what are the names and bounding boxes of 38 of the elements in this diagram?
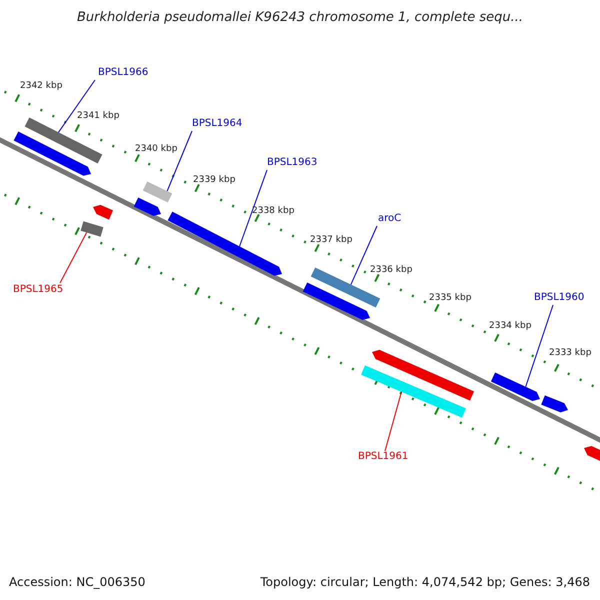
gene-feature [490,372,540,401]
scale-label: 2335 kbp [429,294,472,303]
scale-label: 2338 kbp [252,207,294,216]
scale-label: 2337 kbp [310,236,352,245]
leader-line [166,130,192,192]
scale-label: 2336 kbp [370,266,412,275]
gene-label: BPSL1961 [358,452,408,462]
scale-label: 2334 kbp [489,322,532,331]
leader-line [58,80,96,133]
gene-label: BPSL1963 [267,158,318,168]
scale-label: 2342 kbp [20,82,62,91]
gene-label: BPSL1966 [98,68,148,78]
leader-line [525,304,554,388]
gene-label: BPSL1960 [534,293,584,303]
gene-label: BPSL1965 [13,285,64,295]
scale-label: 2339 kbp [193,176,236,185]
leader-line [239,170,268,247]
gene-feature [541,395,568,412]
gene-label: BPSL1964 [192,119,242,129]
gene-feature [134,198,161,216]
leader-line [350,226,378,286]
gene-feature [361,365,466,418]
genome-stats-text: Topology: circular; Length: 4,074,542 bp; Genes: 3,468 [260,576,590,588]
scale-label: 2333 kbp [549,349,592,358]
scale-label: 2340 kbp [135,145,178,154]
scale-label: 2341 kbp [77,112,120,121]
gene-feature [93,204,113,220]
gene-feature [24,118,102,164]
gene-feature [372,350,474,401]
title: Burkholderia pseudomallei K96243 chromosome 1, complete sequ... [76,11,524,24]
accession-text: Accession: NC_006350 [9,576,146,588]
gene-feature [14,132,91,176]
gene-feature [80,221,104,237]
leader-line [60,232,88,284]
gene-feature [142,182,172,202]
leader-line [384,391,402,452]
gene-feature [302,282,370,320]
gene-label: aroC [378,214,402,224]
